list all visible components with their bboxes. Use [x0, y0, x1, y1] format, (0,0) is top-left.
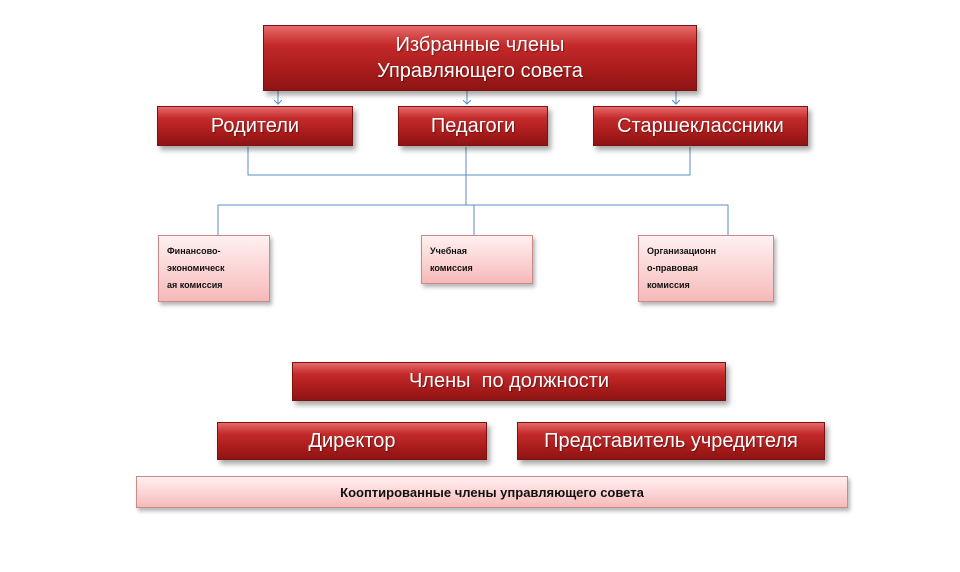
group-seniors-box: Старшеклассники [593, 106, 808, 146]
group-parents-box: Родители [157, 106, 353, 146]
commission-education-line1: Учебная [430, 246, 467, 256]
founder-rep-box: Представитель учредителя [517, 422, 825, 460]
commission-legal-line2: о-правовая [647, 263, 699, 273]
founder-rep-label: Представитель учредителя [544, 429, 798, 452]
groups-bracket [247, 147, 691, 176]
ex-officio-title: Члены по должности [408, 370, 610, 392]
group-parents-label: Родители [210, 114, 300, 137]
commission-legal-line3: комиссия [647, 280, 690, 290]
commission-legal-box: Организационн о-правовая комиссия [638, 235, 774, 302]
director-box: Директор [217, 422, 487, 460]
commission-finance-line3: ая комиссия [167, 280, 223, 290]
group-seniors-label: Старшеклассники [617, 114, 784, 137]
coopted-members-label: Кооптированные члены управляющего совета [340, 484, 644, 500]
group-teachers-label: Педагоги [430, 114, 516, 137]
coopted-members-box: Кооптированные члены управляющего совета [136, 476, 848, 508]
commission-finance-box: Финансово- экономическ ая комиссия [158, 235, 270, 302]
elected-title-line2: Управляющего совета [377, 60, 583, 82]
commissions-bracket [217, 204, 729, 235]
director-label: Директор [308, 429, 396, 452]
commission-education-line2: комиссия [430, 263, 473, 273]
group-teachers-box: Педагоги [398, 106, 548, 146]
elected-members-box: Избранные члены Управляющего совета [263, 25, 697, 91]
commission-finance-line1: Финансово- [167, 246, 221, 256]
commission-finance-line2: экономическ [167, 263, 225, 273]
elected-title-line1: Избранные члены [395, 34, 565, 56]
commission-legal-line1: Организационн [647, 246, 717, 256]
ex-officio-box: Члены по должности [292, 362, 726, 401]
commission-education-box: Учебная комиссия [421, 235, 533, 284]
